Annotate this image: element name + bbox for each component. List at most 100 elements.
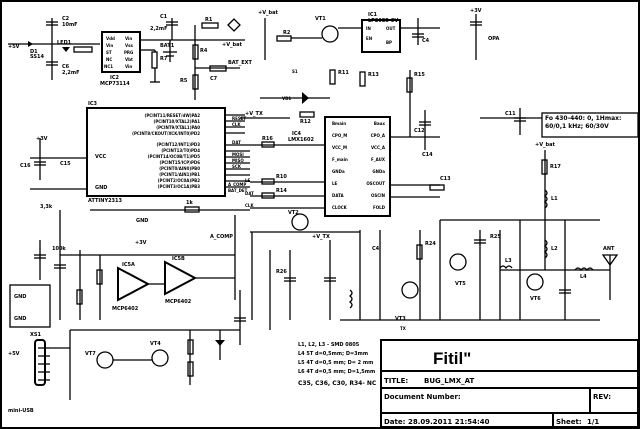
sheet-value: 1/1 <box>587 418 599 426</box>
resistor-r18 <box>76 289 83 305</box>
label: R2 <box>283 30 291 36</box>
label: LED1 <box>57 40 72 46</box>
net-label: +5V <box>8 351 20 357</box>
label: ATTINY2313 <box>88 198 123 204</box>
net-label: DAT <box>232 140 241 145</box>
label: 100k <box>52 246 66 252</box>
net-label: +5V <box>8 44 20 50</box>
pin-label: (PCINT15/ICP)PD6 <box>159 160 200 165</box>
label: C16 <box>20 163 31 169</box>
net-label: DAT <box>245 191 254 196</box>
power-input-section: +5V D1 SS14 C2 10mF LED1 C6 2,2mF <box>8 16 100 80</box>
svg-text:Vin: Vin <box>106 43 113 48</box>
title-block: Fitil" TITLE: BUG_LMX_AT Document Number… <box>380 339 639 428</box>
net-label: +3V <box>36 136 48 142</box>
resistor-r13 <box>359 71 366 87</box>
resistor-r17 <box>541 159 548 175</box>
label: IC4 <box>292 131 302 137</box>
label: L3 <box>505 258 512 264</box>
pin-label: GND <box>95 185 107 191</box>
resistor-r19 <box>184 206 200 213</box>
label: R17 <box>550 164 561 170</box>
label: C2 <box>62 16 70 22</box>
usb-connector-xs1 <box>34 339 46 386</box>
label: SS14 <box>30 54 44 60</box>
label: 1k <box>186 200 193 206</box>
inductor-l3 <box>499 265 513 270</box>
label: VT4 <box>150 341 161 347</box>
svg-text:Vin: Vin <box>125 64 132 69</box>
battery-connector-icon <box>227 18 241 32</box>
resistor-r7 <box>151 51 158 69</box>
svg-text:NC1: NC1 <box>104 64 113 69</box>
sheet-label: Sheet: <box>556 418 582 426</box>
label: R1 <box>205 17 213 23</box>
pin-label: Baux <box>374 121 386 126</box>
antenna-icon <box>601 254 619 267</box>
label: MCP6402 <box>112 306 139 312</box>
net-label: GND <box>136 218 148 224</box>
label: R26 <box>276 269 287 275</box>
label: R5 <box>180 78 188 84</box>
net-label: MOSI <box>232 152 244 157</box>
label: IC3 <box>88 101 98 107</box>
date-value: 28.09.2011 21:54:40 <box>408 418 490 426</box>
label: L1 <box>551 196 558 202</box>
net-label: SCK <box>232 164 242 169</box>
label: VT3 <box>395 316 406 322</box>
company-name: Fitil" <box>433 349 471 368</box>
inductor-l2 <box>543 239 548 259</box>
net-label: TX <box>400 326 406 331</box>
label: mini-USB <box>8 408 34 414</box>
transistor-vt4 <box>151 349 169 367</box>
label: IC2 <box>110 75 120 81</box>
svg-text:OUT: OUT <box>386 26 396 31</box>
pin-label: VCC <box>95 154 107 160</box>
transistor-vt6 <box>526 273 544 291</box>
label: L2 <box>551 246 558 252</box>
label: C4 <box>372 246 380 252</box>
label: C12 <box>414 128 425 134</box>
label: IC5B <box>172 256 185 262</box>
pin-label: (PCINT12/INT1)PD3 <box>157 142 201 147</box>
label: 3,3k <box>40 204 53 210</box>
pin-label: VCC_A <box>371 145 386 150</box>
label: D1 <box>30 49 38 55</box>
net-label: +3V <box>135 240 147 246</box>
label: XS1 <box>30 332 41 338</box>
label: R11 <box>338 70 349 76</box>
net-label: BAT_EXT <box>228 60 252 66</box>
svg-text:S1: S1 <box>292 69 298 74</box>
label: R13 <box>368 72 379 78</box>
svg-text:BP: BP <box>386 40 392 45</box>
note-text: L1, L2, L3 - SMD 0805 <box>298 342 360 348</box>
opamp-ic5b <box>164 260 198 296</box>
pin-label: LE <box>332 181 338 186</box>
svg-text:ST: ST <box>106 50 112 55</box>
note-text: Fo 430-440: 0, 1Hmax: 60/0,1 kHz; 60/30V <box>545 115 622 130</box>
resistor-r3 <box>73 46 93 53</box>
pin-label: (PCINT2/OC0A)PB2 <box>158 178 201 183</box>
label: MCP6402 <box>165 299 192 305</box>
diode-d1 <box>28 41 33 47</box>
label: 10mF <box>62 22 78 28</box>
label: 2,2mF <box>62 70 79 76</box>
pin-label: (PCINT13/T0)PD4 <box>161 148 200 153</box>
label: R7 <box>160 56 168 62</box>
net-label: +V_bat <box>258 10 279 16</box>
svg-text:Vin: Vin <box>125 36 132 41</box>
resistor-r16 <box>261 141 275 148</box>
svg-text:PRG: PRG <box>124 50 133 55</box>
transistor-vt5 <box>449 253 467 271</box>
document-title: BUG_LMX_AT <box>424 377 474 385</box>
net-label: BAT_DET <box>228 188 248 193</box>
pin-label: (PCINT14/OC0B/T1)PD5 <box>148 154 201 159</box>
pin-label: FOLD <box>373 205 386 210</box>
label: C13 <box>440 176 451 182</box>
pin-label: GNDa <box>332 169 345 174</box>
label: R4 <box>200 48 208 54</box>
label: VT7 <box>85 351 96 357</box>
pin-label: (PCINT11/RESET/dW)PA2 <box>145 113 201 118</box>
